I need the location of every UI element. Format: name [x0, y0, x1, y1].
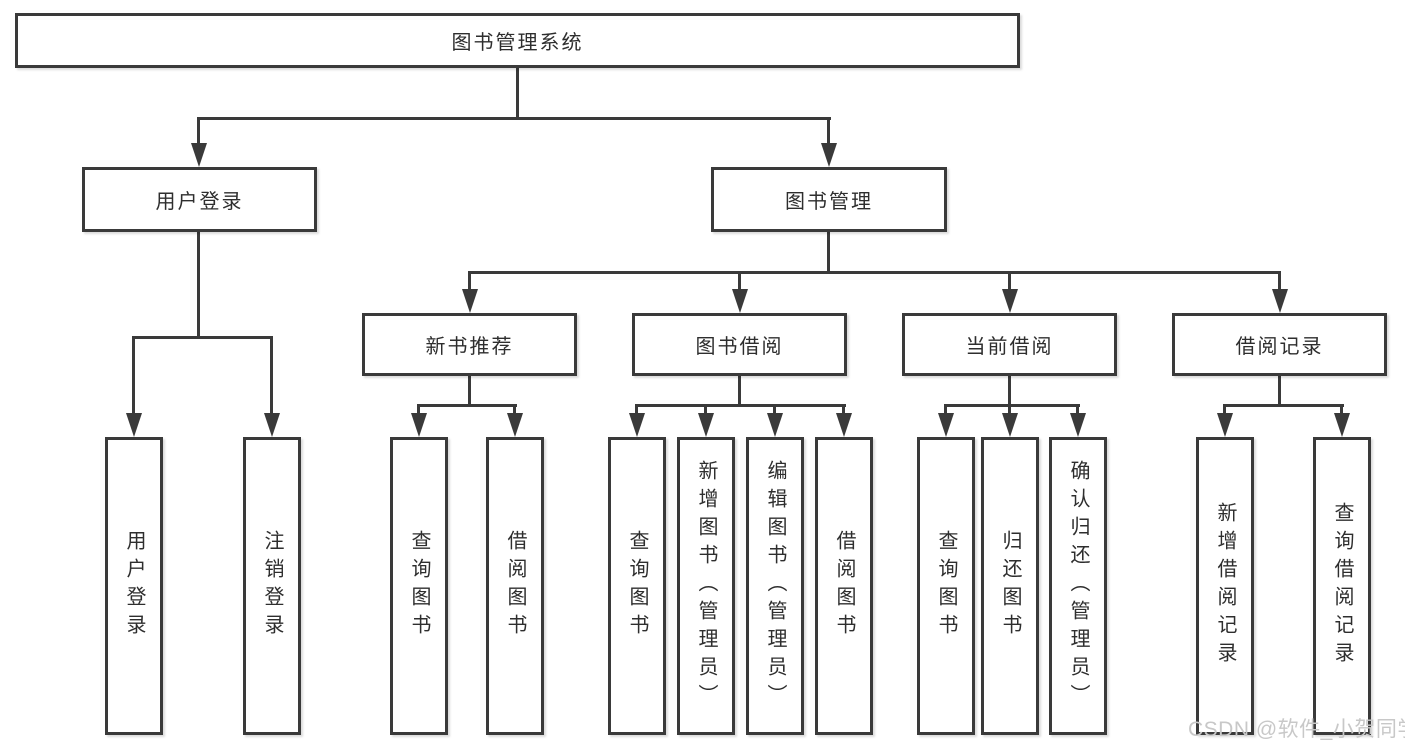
arrow-down-icon	[1070, 413, 1086, 437]
leaf-label: 新增图书（管理员）	[695, 460, 717, 712]
leaf-query-books-borrow: 查询图书	[608, 437, 666, 735]
leaf-return-books: 归还图书	[981, 437, 1039, 735]
connector-line	[1340, 404, 1343, 414]
arrow-down-icon	[191, 143, 207, 167]
connector-line	[738, 376, 741, 407]
arrow-down-icon	[507, 413, 523, 437]
leaf-label: 新增借阅记录	[1214, 502, 1236, 670]
arrow-down-icon	[264, 413, 280, 437]
leaf-label: 查询图书	[408, 530, 430, 642]
node-current-borrow: 当前借阅	[902, 313, 1117, 376]
connector-line	[635, 404, 638, 414]
arrow-down-icon	[836, 413, 852, 437]
arrow-down-icon	[732, 289, 748, 313]
connector-line	[468, 271, 1281, 274]
leaf-add-borrow-record: 新增借阅记录	[1196, 437, 1254, 735]
leaf-label: 确认归还（管理员）	[1067, 460, 1089, 712]
leaf-label: 借阅图书	[833, 530, 855, 642]
connector-line	[1008, 271, 1011, 291]
connector-line	[513, 404, 516, 414]
connector-line	[944, 404, 1080, 407]
connector-line	[132, 336, 135, 415]
node-user-login: 用户登录	[82, 167, 317, 232]
arrow-down-icon	[1002, 413, 1018, 437]
connector-line	[635, 404, 846, 407]
node-borrow-records: 借阅记录	[1172, 313, 1387, 376]
arrow-down-icon	[821, 143, 837, 167]
connector-line	[132, 336, 273, 339]
leaf-label: 查询图书	[626, 530, 648, 642]
connector-line	[1008, 376, 1011, 407]
connector-line	[417, 404, 517, 407]
leaf-edit-books-admin: 编辑图书（管理员）	[746, 437, 804, 735]
connector-line	[197, 117, 831, 120]
arrow-down-icon	[938, 413, 954, 437]
watermark: CSDN @软件_小贺同学	[1188, 718, 1405, 741]
connector-line	[1008, 404, 1011, 414]
arrow-down-icon	[767, 413, 783, 437]
arrow-down-icon	[629, 413, 645, 437]
leaf-user-login: 用户登录	[105, 437, 163, 735]
leaf-label: 编辑图书（管理员）	[764, 460, 786, 712]
arrow-down-icon	[411, 413, 427, 437]
leaf-label: 借阅图书	[504, 530, 526, 642]
connector-line	[468, 376, 471, 407]
arrow-down-icon	[1217, 413, 1233, 437]
arrow-down-icon	[462, 289, 478, 313]
leaf-borrow-books: 借阅图书	[815, 437, 873, 735]
connector-line	[827, 117, 830, 146]
connector-line	[197, 117, 200, 146]
leaf-label: 查询借阅记录	[1331, 502, 1353, 670]
arrow-down-icon	[1002, 289, 1018, 313]
connector-line	[704, 404, 707, 414]
leaf-label: 归还图书	[999, 530, 1021, 642]
connector-line	[944, 404, 947, 414]
connector-line	[1223, 404, 1344, 407]
leaf-query-books-recommend: 查询图书	[390, 437, 448, 735]
connector-line	[1076, 404, 1079, 414]
node-book-management: 图书管理	[711, 167, 947, 232]
node-book-borrow: 图书借阅	[632, 313, 847, 376]
leaf-borrow-books-recommend: 借阅图书	[486, 437, 544, 735]
arrow-down-icon	[126, 413, 142, 437]
leaf-label: 注销登录	[261, 530, 283, 642]
connector-line	[738, 271, 741, 291]
node-library-management-system: 图书管理系统	[15, 13, 1020, 68]
leaf-confirm-return-admin: 确认归还（管理员）	[1049, 437, 1107, 735]
arrow-down-icon	[698, 413, 714, 437]
connector-line	[1223, 404, 1226, 414]
connector-line	[197, 232, 200, 339]
connector-line	[270, 336, 273, 415]
leaf-add-books-admin: 新增图书（管理员）	[677, 437, 735, 735]
connector-line	[468, 271, 471, 291]
connector-line	[1278, 376, 1281, 407]
arrow-down-icon	[1334, 413, 1350, 437]
node-new-book-recommend: 新书推荐	[362, 313, 577, 376]
leaf-logout: 注销登录	[243, 437, 301, 735]
connector-line	[827, 232, 830, 274]
leaf-label: 用户登录	[123, 530, 145, 642]
connector-line	[773, 404, 776, 414]
leaf-label: 查询图书	[935, 530, 957, 642]
leaf-query-borrow-record: 查询借阅记录	[1313, 437, 1371, 735]
leaf-query-books-current: 查询图书	[917, 437, 975, 735]
connector-line	[516, 67, 519, 119]
arrow-down-icon	[1272, 289, 1288, 313]
connector-line	[842, 404, 845, 414]
connector-line	[417, 404, 420, 414]
connector-line	[1278, 271, 1281, 291]
